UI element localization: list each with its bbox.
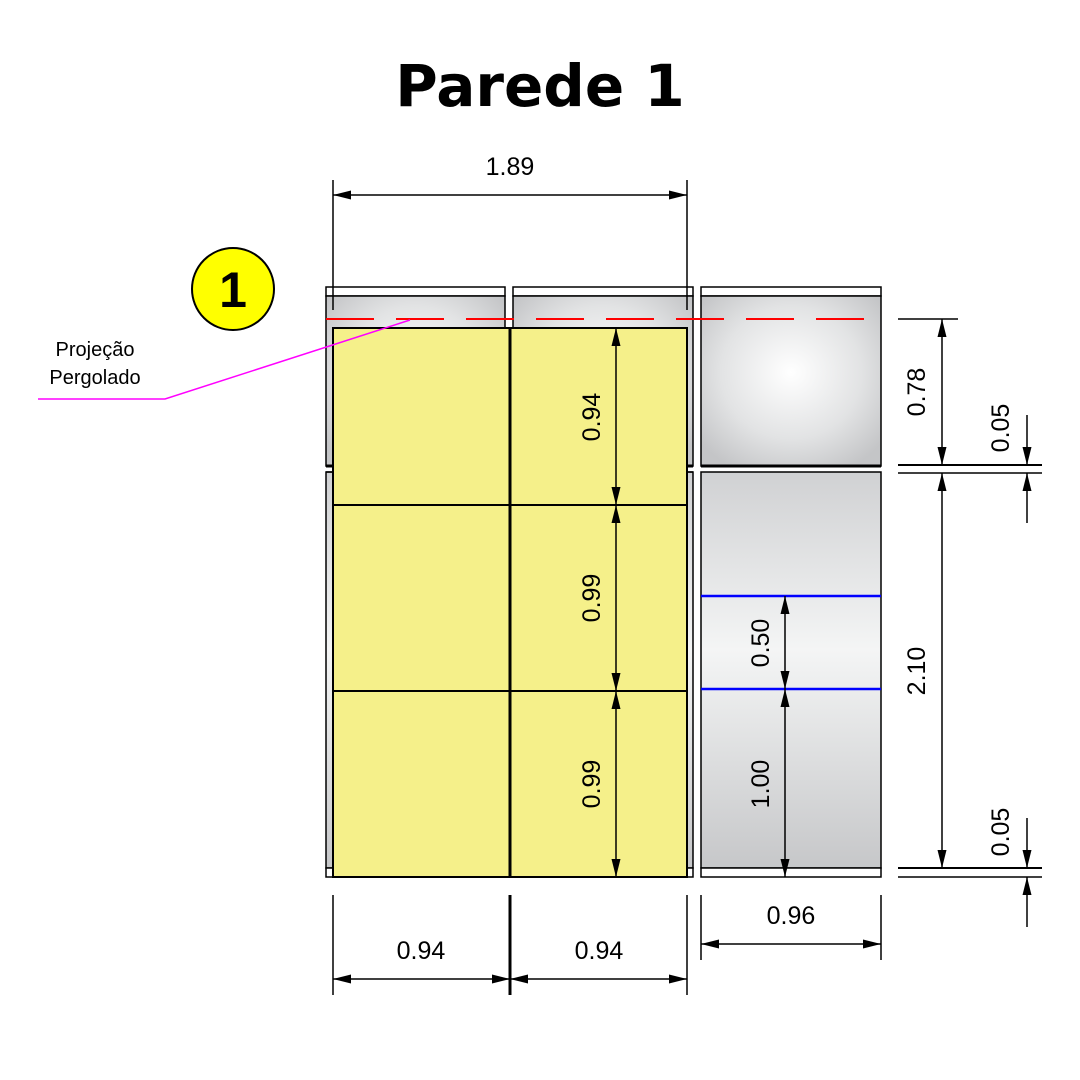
panel-r3-c2 — [509, 690, 688, 878]
dim-panel-row-1: 0.94 — [578, 393, 606, 442]
label-line-1: Projeção — [56, 339, 135, 361]
dim-upper-height: 0.78 — [903, 368, 931, 417]
label-leader-line — [38, 319, 411, 400]
dim-beam-bottom: 0.05 — [987, 808, 1015, 857]
dimension-lines — [332, 180, 1042, 995]
panel-r1-c1 — [332, 327, 511, 506]
panel-r2-c2 — [509, 504, 688, 692]
panel-r2-c1 — [332, 504, 511, 692]
drawing-title: Parede 1 — [395, 52, 685, 120]
dim-beam-top: 0.05 — [987, 404, 1015, 453]
right-wall — [700, 286, 882, 878]
dim-opening-height: 0.50 — [747, 619, 775, 668]
wall-number-badge: 1 — [191, 247, 275, 331]
cladding-panels — [332, 327, 688, 878]
dim-lower-height: 2.10 — [903, 647, 931, 696]
dim-panel-width-right: 0.94 — [575, 937, 624, 965]
dim-side-width: 0.96 — [767, 902, 816, 930]
dim-sill-height: 1.00 — [747, 760, 775, 809]
dim-panel-row-3: 0.99 — [578, 760, 606, 809]
dim-panel-width-left: 0.94 — [397, 937, 446, 965]
dim-total-width: 1.89 — [486, 153, 535, 181]
panel-r3-c1 — [332, 690, 511, 878]
dim-panel-row-2: 0.99 — [578, 574, 606, 623]
label-line-2: Pergolado — [49, 367, 140, 389]
badge-number: 1 — [219, 262, 247, 318]
